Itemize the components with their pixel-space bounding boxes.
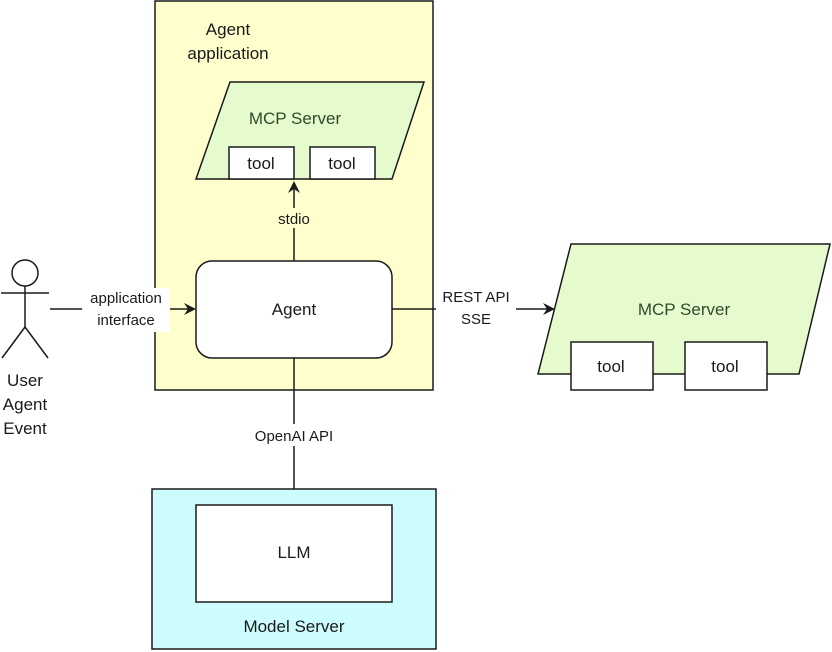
internal-tool-1: tool xyxy=(228,146,295,180)
remote-tool-2-label: tool xyxy=(711,357,738,376)
model-server-label: Model Server xyxy=(243,617,344,636)
rest-api-label-line1: REST API xyxy=(442,289,509,306)
application-interface-edge: application interface xyxy=(50,288,196,332)
actor-label-line3: Event xyxy=(3,419,47,438)
agent-node: Agent xyxy=(195,260,393,359)
internal-tool-1-label: tool xyxy=(247,154,274,173)
agent-application-title-line1: Agent xyxy=(206,20,251,39)
application-interface-label-line1: application xyxy=(90,290,162,307)
internal-tool-2-label: tool xyxy=(328,154,355,173)
remote-mcp-server-label: MCP Server xyxy=(638,300,731,319)
user-actor-icon xyxy=(1,259,49,359)
remote-mcp-server: MCP Server tool tool xyxy=(537,243,831,391)
application-interface-label-line2: interface xyxy=(97,312,155,329)
agent-application-title-line2: application xyxy=(187,44,268,63)
remote-tool-2: tool xyxy=(684,341,768,391)
actor-label-line1: User xyxy=(7,371,43,390)
openai-api-edge: OpenAI API xyxy=(244,358,344,504)
stdio-label: stdio xyxy=(278,211,310,228)
internal-mcp-server-label: MCP Server xyxy=(249,109,342,128)
stdio-edge: stdio xyxy=(272,181,316,261)
agent-label: Agent xyxy=(272,300,317,319)
remote-tool-1: tool xyxy=(570,341,654,391)
llm-node: LLM xyxy=(195,504,393,603)
rest-api-edge: REST API SSE xyxy=(392,287,555,331)
actor-label-line2: Agent xyxy=(3,395,48,414)
remote-tool-1-label: tool xyxy=(597,357,624,376)
internal-tool-2: tool xyxy=(309,146,376,180)
openai-api-label: OpenAI API xyxy=(255,428,333,445)
llm-label: LLM xyxy=(277,543,310,562)
internal-mcp-server: MCP Server tool tool xyxy=(194,81,426,180)
rest-api-label-line2: SSE xyxy=(461,311,491,328)
